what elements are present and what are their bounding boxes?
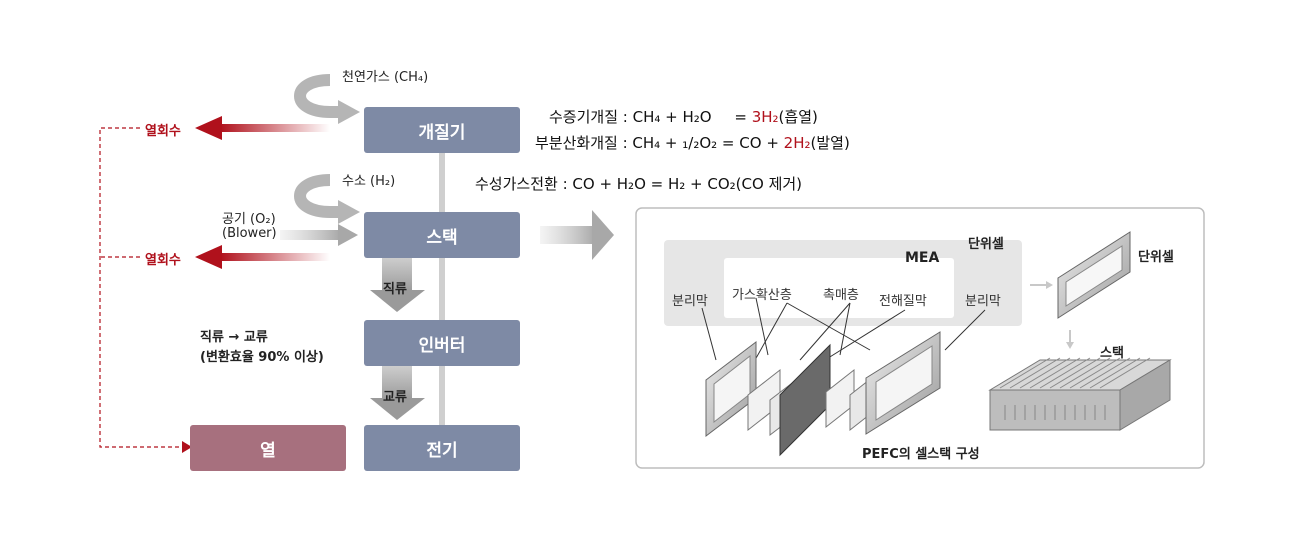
main-flow-line <box>439 150 445 430</box>
ac-label: 교류 <box>383 390 407 405</box>
partial-ox-text: 부분산화개질 : CH₄ + ₁/₂O₂ = CO + <box>535 134 779 152</box>
steam-reforming-suffix: (흡열) <box>778 108 818 126</box>
blower-label: (Blower) <box>222 226 277 241</box>
heat-recovery-label-1: 열회수 <box>145 124 181 139</box>
unit-cell-label: 단위셀 <box>1138 250 1174 265</box>
mea-box <box>724 258 954 318</box>
inverter-note-2: (변환효율 90% 이상) <box>200 350 324 365</box>
partial-oxidation-equation: 부분산화개질 : CH₄ + ₁/₂O₂ = CO + 2H₂(발열) <box>535 132 850 153</box>
mea-label: MEA <box>905 250 940 266</box>
electrolyte-label: 전해질막 <box>879 294 927 309</box>
inverter-note-1: 직류 → 교류 <box>200 330 268 345</box>
stack-image-label: 스택 <box>1100 346 1124 361</box>
partial-ox-product: 2H₂ <box>783 134 811 152</box>
heat-label: 열 <box>260 440 276 461</box>
partial-ox-suffix: (발열) <box>810 134 850 152</box>
steam-reforming-text: 수증기개질 : CH₄ + H₂O <box>549 108 712 126</box>
water-gas-shift-equation: 수성가스전환 : CO + H₂O = H₂ + CO₂(CO 제거) <box>475 175 803 193</box>
heat-box: 열 <box>190 425 346 471</box>
stack-image <box>988 357 1172 431</box>
inverter-box: 인버터 <box>364 320 520 366</box>
steam-reforming-equals: = <box>734 108 747 126</box>
gas-diffusion-label: 가스확산층 <box>732 288 792 303</box>
catalyst-label: 촉매층 <box>823 288 859 303</box>
ac-arrow <box>382 364 412 400</box>
reformer-label: 개질기 <box>418 122 466 143</box>
dc-label: 직류 <box>383 282 407 297</box>
unit-cell-image <box>1057 231 1131 319</box>
steam-reforming-product: 3H₂ <box>751 108 779 126</box>
heat-dashed-line <box>99 127 180 448</box>
air-arrow <box>338 224 358 246</box>
gas-curve-arrow <box>294 74 340 118</box>
reformer-box: 개질기 <box>364 107 520 153</box>
natural-gas-label: 천연가스 (CH₄) <box>342 70 429 85</box>
steam-reforming-equation: 수증기개질 : CH₄ + H₂O = 3H₂(흡열) <box>549 106 818 127</box>
hydrogen-label: 수소 (H₂) <box>342 174 396 189</box>
separator-left-label: 분리막 <box>672 294 708 309</box>
electricity-box: 전기 <box>364 425 520 471</box>
heat-recovery-arrow-1 <box>220 124 330 132</box>
inverter-label: 인버터 <box>418 335 466 356</box>
air-label: 공기 (O₂) <box>222 212 276 227</box>
pefc-caption: PEFC의 셀스택 구성 <box>862 447 980 462</box>
dc-arrow <box>382 256 412 292</box>
heat-recovery-label-2: 열회수 <box>145 253 181 268</box>
electricity-label: 전기 <box>426 440 458 461</box>
separator-right-label: 분리막 <box>965 294 1001 309</box>
heat-recovery-arrow-2 <box>220 253 330 261</box>
stack-box: 스택 <box>364 212 520 258</box>
h2-curve-arrow <box>294 174 340 218</box>
unit-cell-group-label: 단위셀 <box>968 237 1004 252</box>
stack-label: 스택 <box>426 227 458 248</box>
exploded-cell-plates <box>705 331 941 457</box>
to-panel-arrow <box>540 226 595 244</box>
